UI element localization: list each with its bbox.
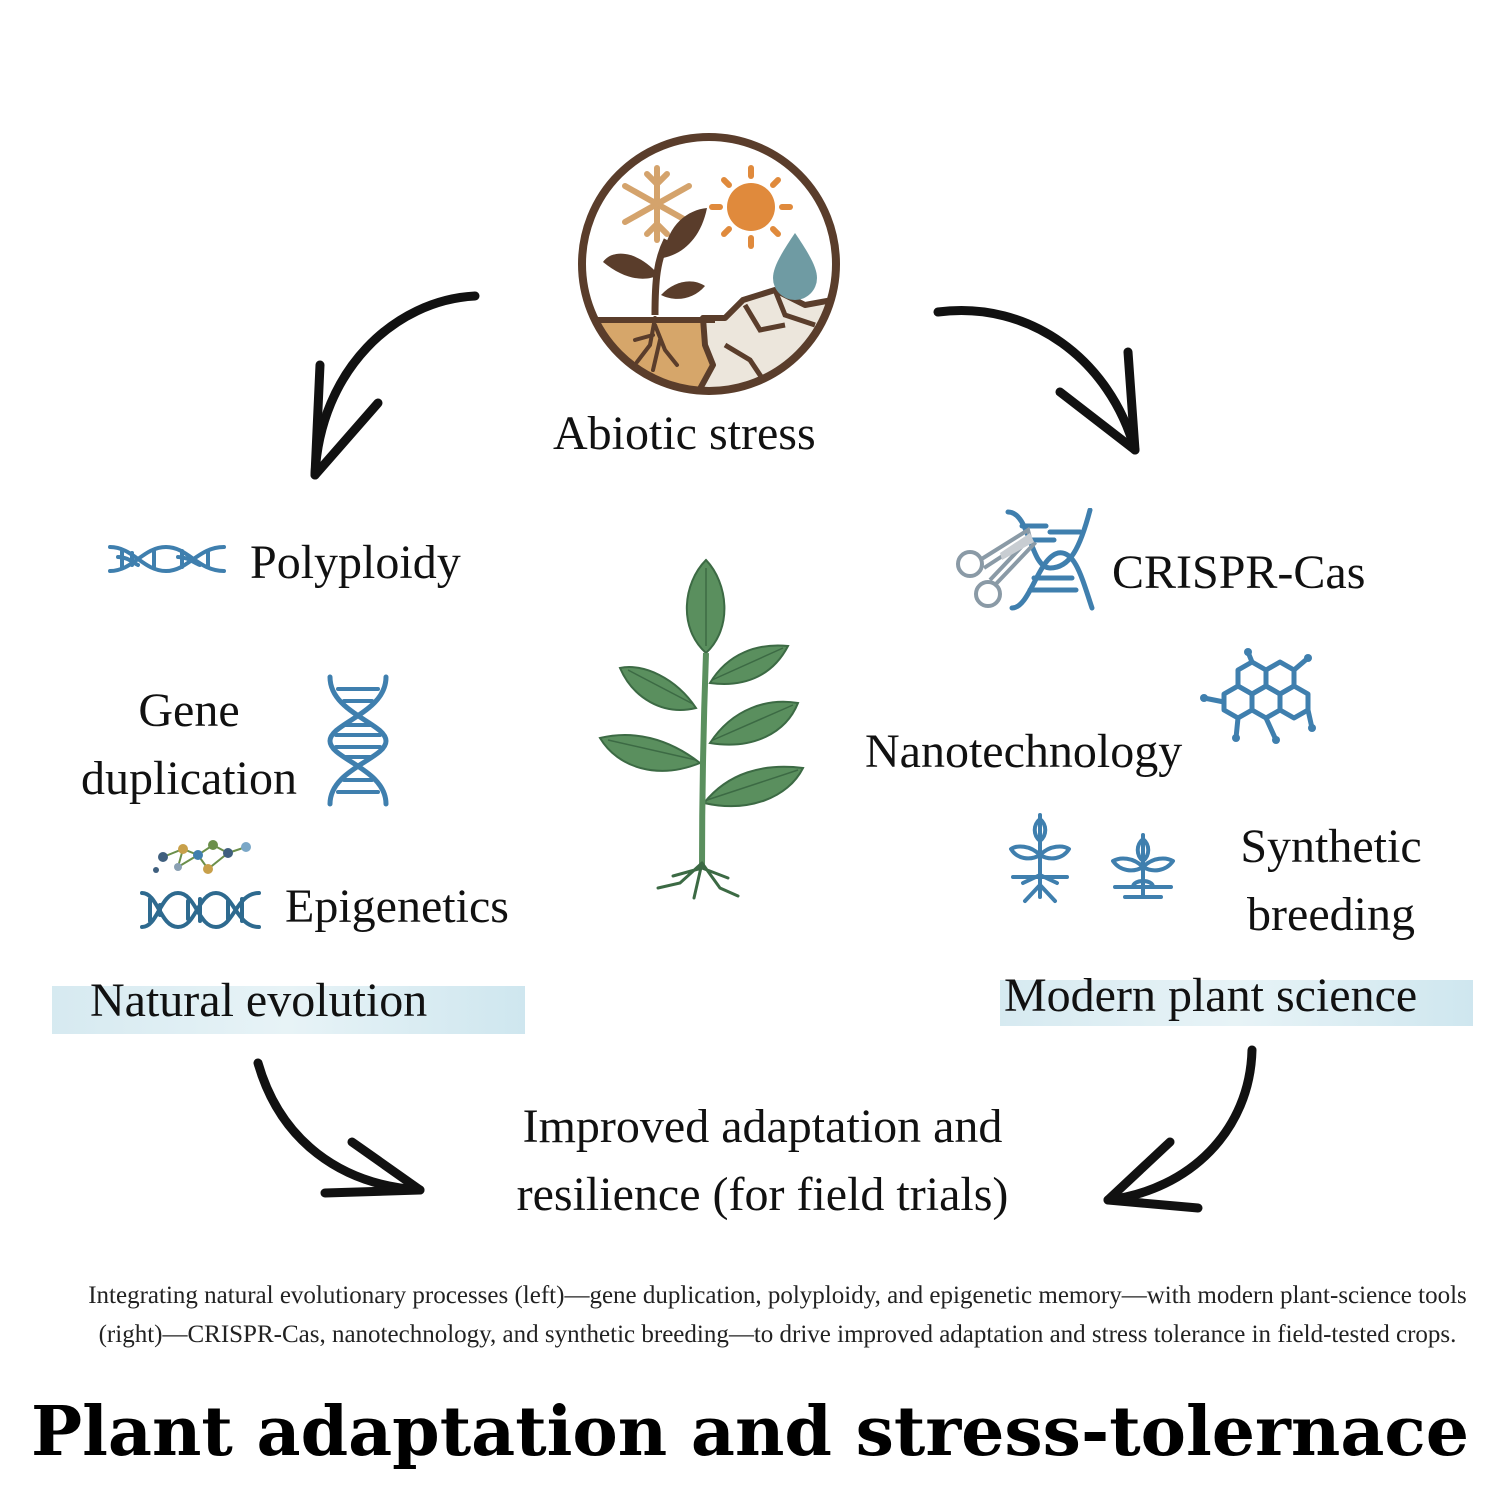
figure-caption: Integrating natural evolutionary process… xyxy=(88,1282,1467,1348)
gene-duplication-line2: duplication xyxy=(81,751,297,805)
polyploidy-label: Polyploidy xyxy=(250,536,461,589)
arrow-stress-to-evolution xyxy=(310,291,480,480)
arrow-science-to-outcome xyxy=(1103,1045,1257,1213)
epigenetics-icon xyxy=(140,840,261,930)
gene-duplication-label: Gene duplication xyxy=(55,682,323,807)
nanotechnology-label: Nanotechnology xyxy=(865,725,1183,778)
arrow-evolution-to-outcome xyxy=(253,1058,425,1198)
outcome-line2: resilience (for field trials) xyxy=(516,1167,1009,1221)
synthetic-breeding-icon xyxy=(1009,813,1175,903)
outcome-line1: Improved adaptation and xyxy=(522,1100,1003,1153)
synthetic-breeding-line2: breeding xyxy=(1247,887,1415,941)
arrow-stress-to-science xyxy=(933,306,1140,455)
dna-helix-icon xyxy=(327,674,389,807)
abiotic-stress-label: Abiotic stress xyxy=(553,407,816,460)
plant-icon xyxy=(598,558,805,900)
modern-plant-science-label: Modern plant science xyxy=(1004,969,1418,1022)
gene-duplication-line1: Gene xyxy=(138,684,240,737)
natural-evolution-highlight xyxy=(52,986,525,1034)
crispr-cas-label: CRISPR-Cas xyxy=(1112,546,1366,599)
page-title: Plant adaptation and stress-tolernace xyxy=(30,1392,1470,1472)
abiotic-stress-icon xyxy=(578,133,840,395)
modern-plant-science-highlight xyxy=(1000,980,1473,1026)
synthetic-breeding-label: Synthetic breeding xyxy=(1200,818,1462,943)
nanotech-hexagon-icon xyxy=(1200,648,1316,744)
outcome-label: Improved adaptation and resilience (for … xyxy=(450,1098,1075,1223)
epigenetics-label: Epigenetics xyxy=(285,880,509,933)
crispr-scissors-icon xyxy=(956,508,1095,611)
synthetic-breeding-line1: Synthetic xyxy=(1240,820,1422,873)
polyploidy-icon xyxy=(108,544,226,574)
natural-evolution-label: Natural evolution xyxy=(90,974,428,1027)
